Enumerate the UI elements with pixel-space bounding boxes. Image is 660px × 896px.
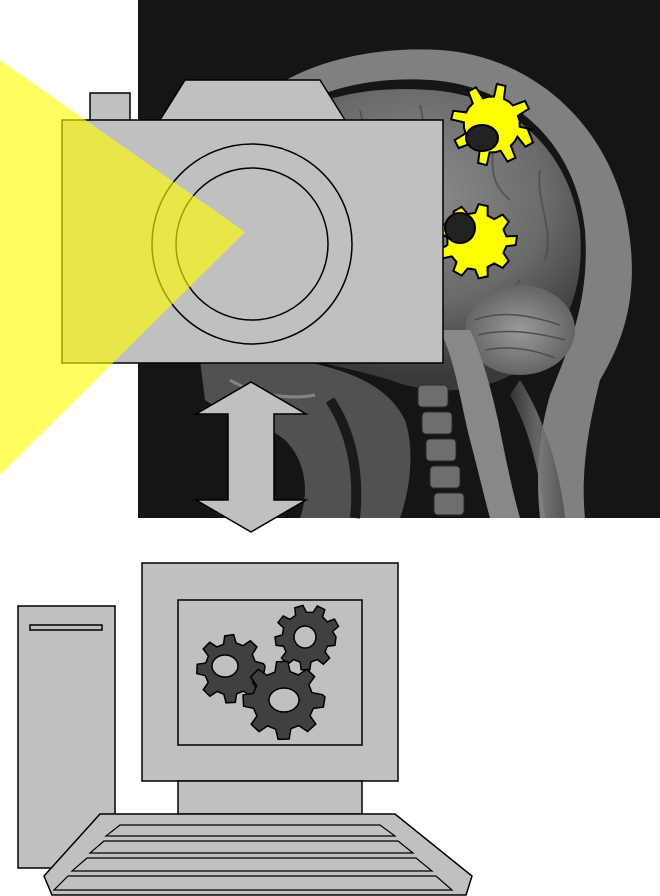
camera-shutter-button <box>90 93 130 121</box>
computer-keyboard <box>44 814 472 895</box>
screen-gear-center-hole <box>269 688 299 712</box>
keyboard-key-row-1 <box>106 825 395 836</box>
camera-viewfinder <box>160 80 345 120</box>
computer-drive-slot <box>30 625 102 630</box>
keyboard-key-row-4 <box>54 876 452 890</box>
keyboard-key-row-3 <box>72 858 432 871</box>
brain-gear-upper-hole <box>466 125 498 151</box>
brain-gear-lower-hole <box>445 213 475 243</box>
computer-icon <box>18 563 472 895</box>
screen-gear-left-hole <box>212 655 238 677</box>
keyboard-key-row-2 <box>90 841 413 853</box>
computer-monitor-stand <box>178 781 362 814</box>
screen-gear-top-hole <box>294 626 316 648</box>
